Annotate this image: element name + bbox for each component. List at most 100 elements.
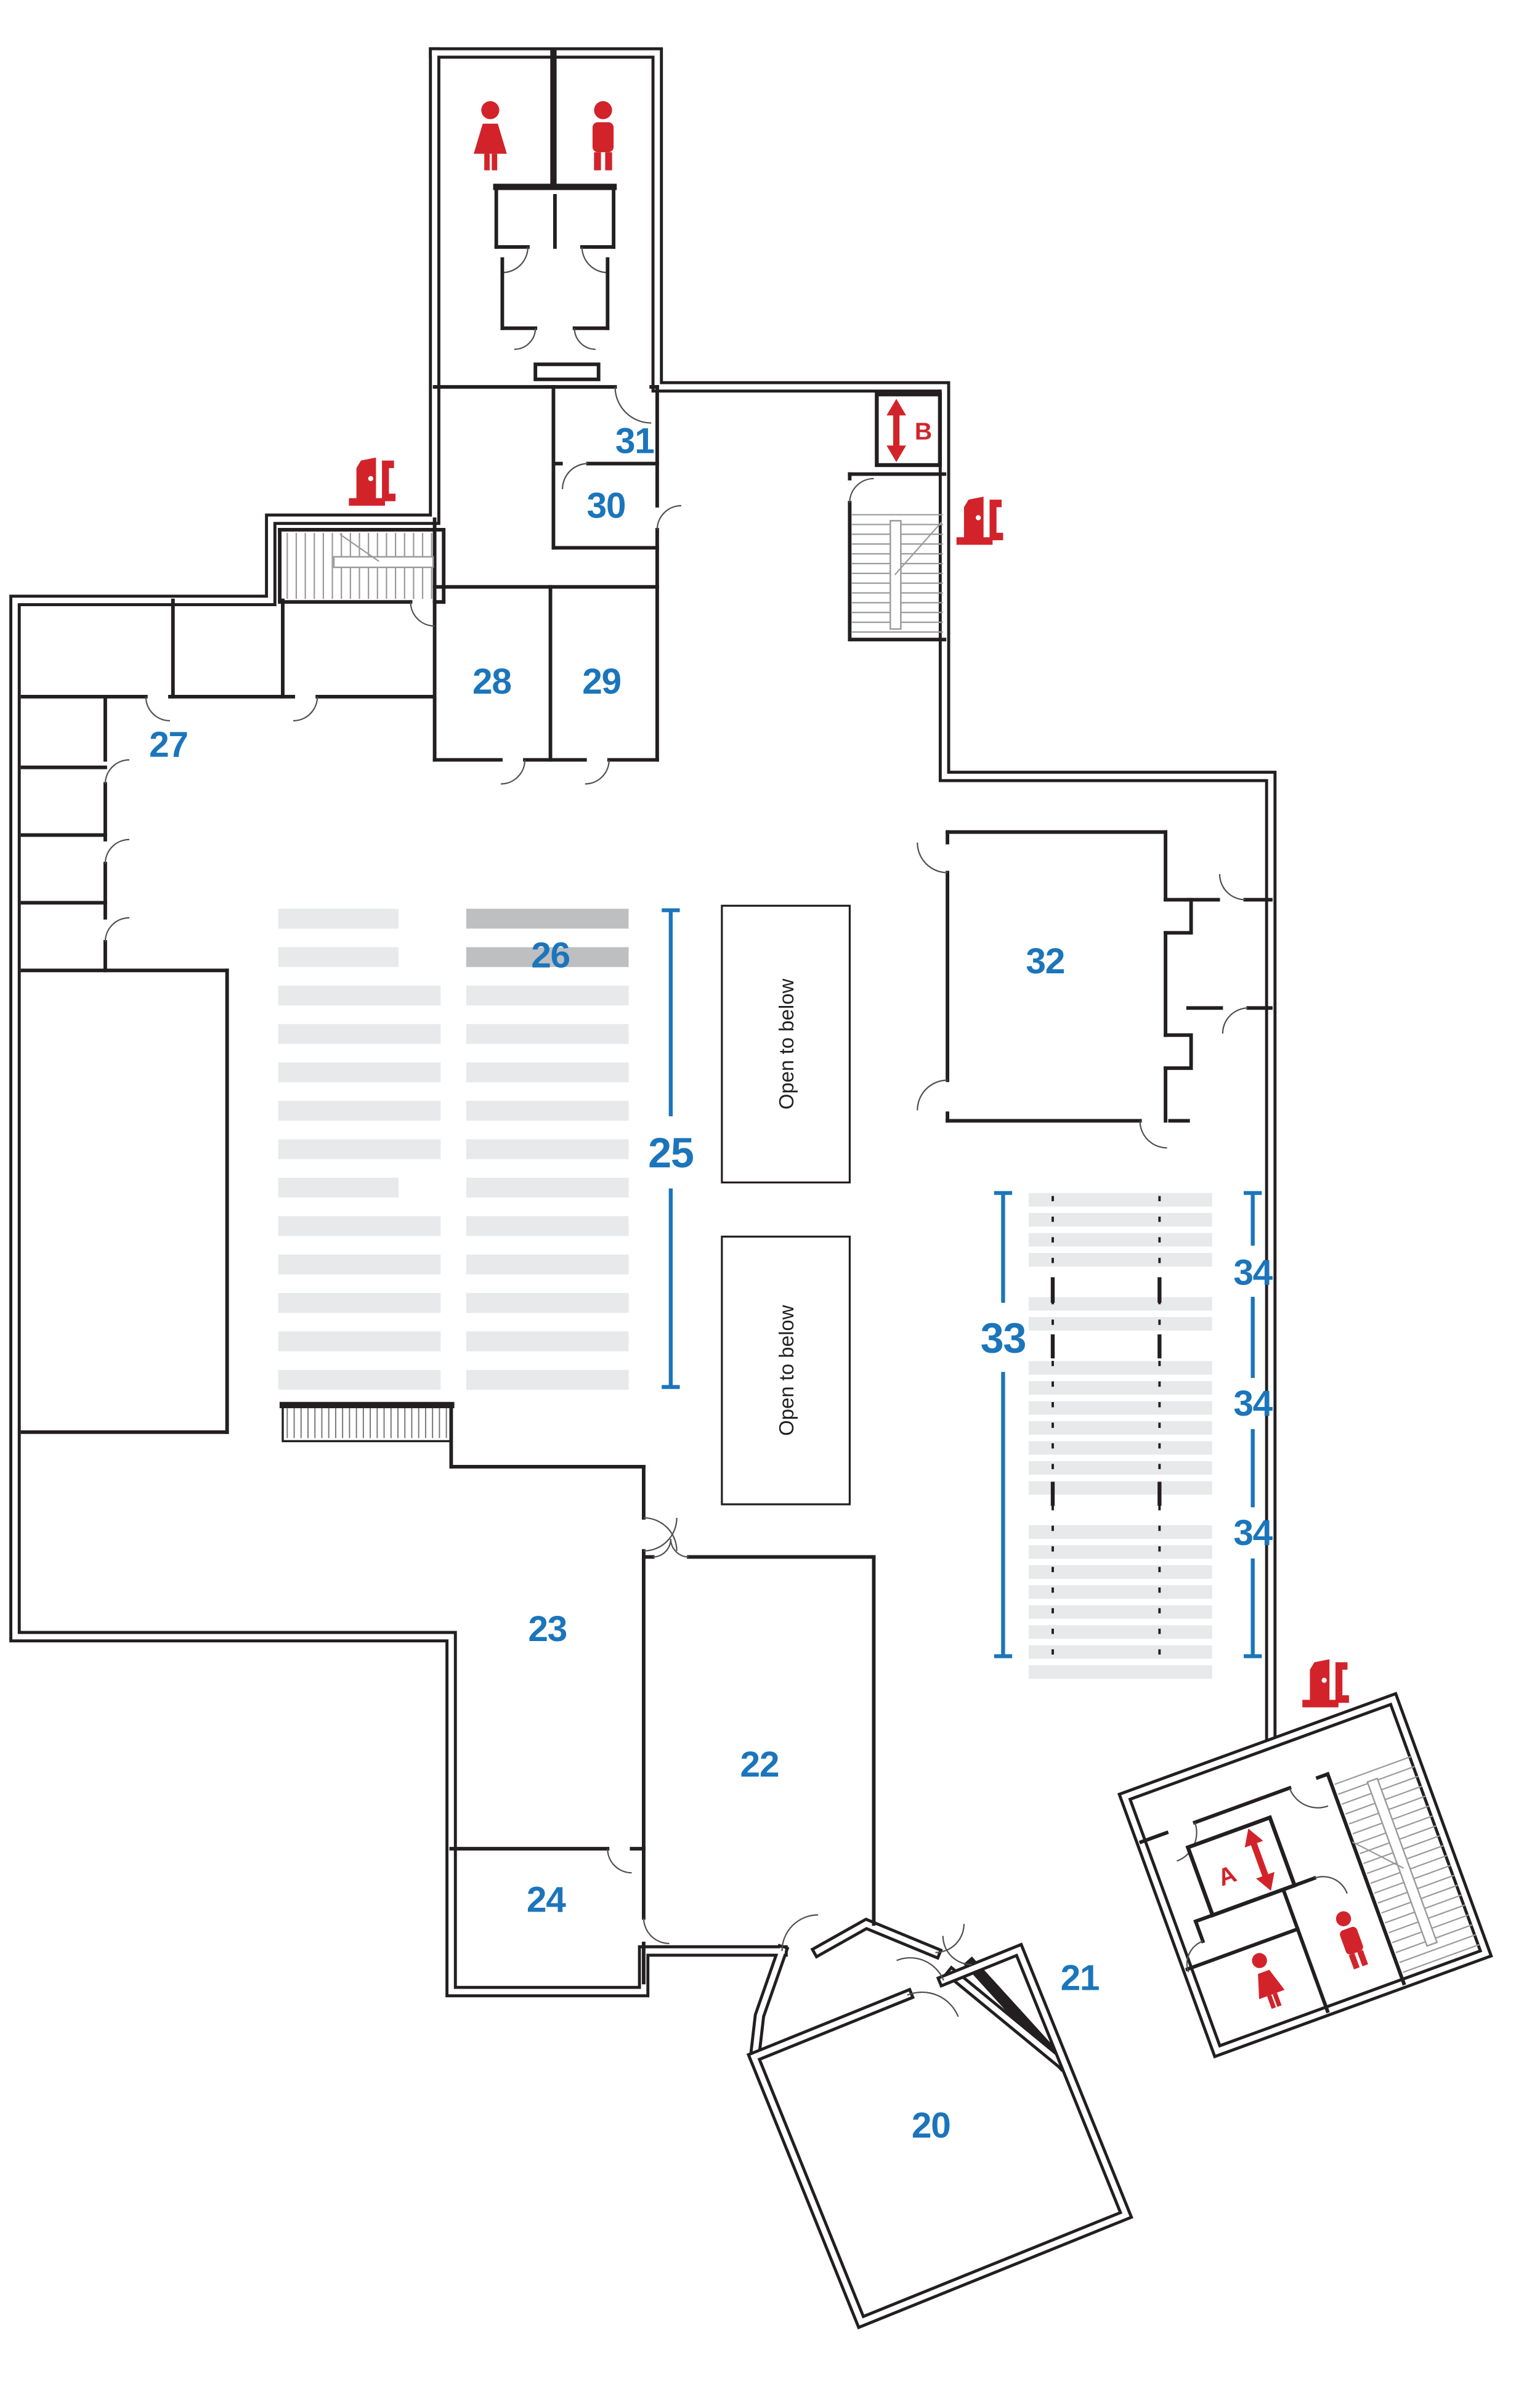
shelf-row [1028,1545,1212,1559]
elevator-b-block: B [848,392,947,642]
elevator-arrows-icon-a [1244,1828,1275,1891]
room-29-label: 29 [582,662,621,702]
shelf-row [278,1024,441,1044]
dimension-line-34 [1244,1191,1262,1658]
shelf-row [278,1216,441,1236]
room-22-label: 22 [740,1745,779,1785]
shelf-row [1028,1585,1212,1599]
open-to-below-text-lower: Open to below [775,1305,798,1436]
stairs-top-left [278,528,446,627]
shelf-row [1028,1361,1212,1375]
shelf-row [1028,1317,1212,1331]
shelf-row [1028,1401,1212,1415]
shelf-row [1028,1441,1212,1455]
elevator-b-label: B [915,418,932,445]
shelf-row [1028,1253,1212,1267]
dim-34-label-2: 34 [1233,1384,1273,1424]
shelf-row [278,909,399,929]
dim-34-label-3: 34 [1233,1513,1273,1553]
left-wing-walls [20,598,437,1434]
shelf-row [278,1062,441,1082]
shelf-row [278,1101,441,1121]
shelf-row [1028,1605,1212,1619]
open-to-below-box-upper: Open to below [721,904,851,1184]
shelf-row [1028,1421,1212,1435]
shelf-row [278,985,441,1006]
exit-door-icon-bottom-right [1302,1659,1349,1708]
shelf-row [1028,1625,1212,1639]
shelf-row [278,1254,441,1275]
shelf-row [466,947,629,967]
room-23-label: 23 [528,1609,567,1649]
dimension-line-33 [994,1191,1013,1658]
shelf-row [1028,1381,1212,1395]
men-restroom-icon-wing [1335,1911,1368,1969]
shelf-row [466,1254,629,1275]
room-27-label: 27 [149,725,188,765]
room-32-walls [917,830,1273,1149]
shelf-row [1028,1297,1212,1311]
shelf-row [1028,1481,1212,1495]
shelf-row [466,1292,629,1313]
dim-33-label: 33 [981,1315,1026,1361]
exit-door-icon-top-left [349,457,396,506]
dim-34-label-1: 34 [1233,1253,1273,1293]
shelf-row [1028,1213,1212,1227]
room-20-label: 20 [912,2106,950,2146]
shelf-row [1028,1461,1212,1475]
shelf-row [466,1177,629,1198]
women-restroom-icon-wing [1252,1953,1285,2009]
open-to-below-text-upper: Open to below [775,979,798,1110]
shelf-row [1028,1193,1212,1207]
stair-tread [1403,1944,1480,1973]
dimension-line-25 [662,908,680,1389]
stair-tread [1334,1756,1411,1785]
shelf-row [1028,1665,1212,1679]
open-to-below-box-lower: Open to below [721,1235,851,1506]
shelf-row [278,1177,399,1198]
exit-door-icon-top-right [956,497,1003,545]
room-30-label: 30 [587,485,626,525]
room-31-label: 31 [615,421,654,461]
shelf-row [278,1292,441,1313]
shelf-row [466,1331,629,1352]
shelf-row [278,1369,441,1390]
book-stacks-right [466,909,629,1390]
shelf-row [466,1062,629,1082]
room-20 [746,1942,1133,2330]
shelf-row [1028,1233,1212,1247]
elevator-arrows-icon-b [886,399,906,463]
book-stacks-left [278,909,441,1390]
shelf-row [466,985,629,1006]
restroom-block-walls [432,49,659,424]
shelf-row [278,1331,441,1352]
shelf-row [278,1139,441,1159]
room-21-label: 21 [1061,1958,1100,1998]
shelf-row [466,1101,629,1121]
rooms-22-24-walls [449,1403,972,1985]
women-restroom-icon-top [474,101,507,171]
rooms-28-31-walls [432,385,681,785]
shelf-row [1028,1565,1212,1579]
room-24-label: 24 [527,1880,566,1920]
room-28-label: 28 [472,662,511,702]
shelf-row [466,1216,629,1236]
dim-25-label: 25 [648,1130,694,1177]
men-restroom-icon-top [592,101,614,171]
shelf-row [1028,1525,1212,1539]
shelf-row [466,909,629,929]
room-26-label: 26 [531,935,570,975]
elevator-b-shaft [875,392,942,468]
stair-strip-lower-left [279,1401,455,1443]
shelf-row [466,1369,629,1390]
shelf-row [466,1139,629,1159]
stair-tread [1399,1934,1477,1963]
seating-rows-33 [1028,1193,1212,1679]
stack-section-dashes [1050,1196,1162,1656]
room-32-label: 32 [1026,941,1064,981]
shelf-row [278,947,399,967]
room-labels: 20 21 22 23 24 25 26 27 28 29 30 31 32 3… [149,421,1274,2146]
angled-wing: A [1117,1692,1493,2059]
